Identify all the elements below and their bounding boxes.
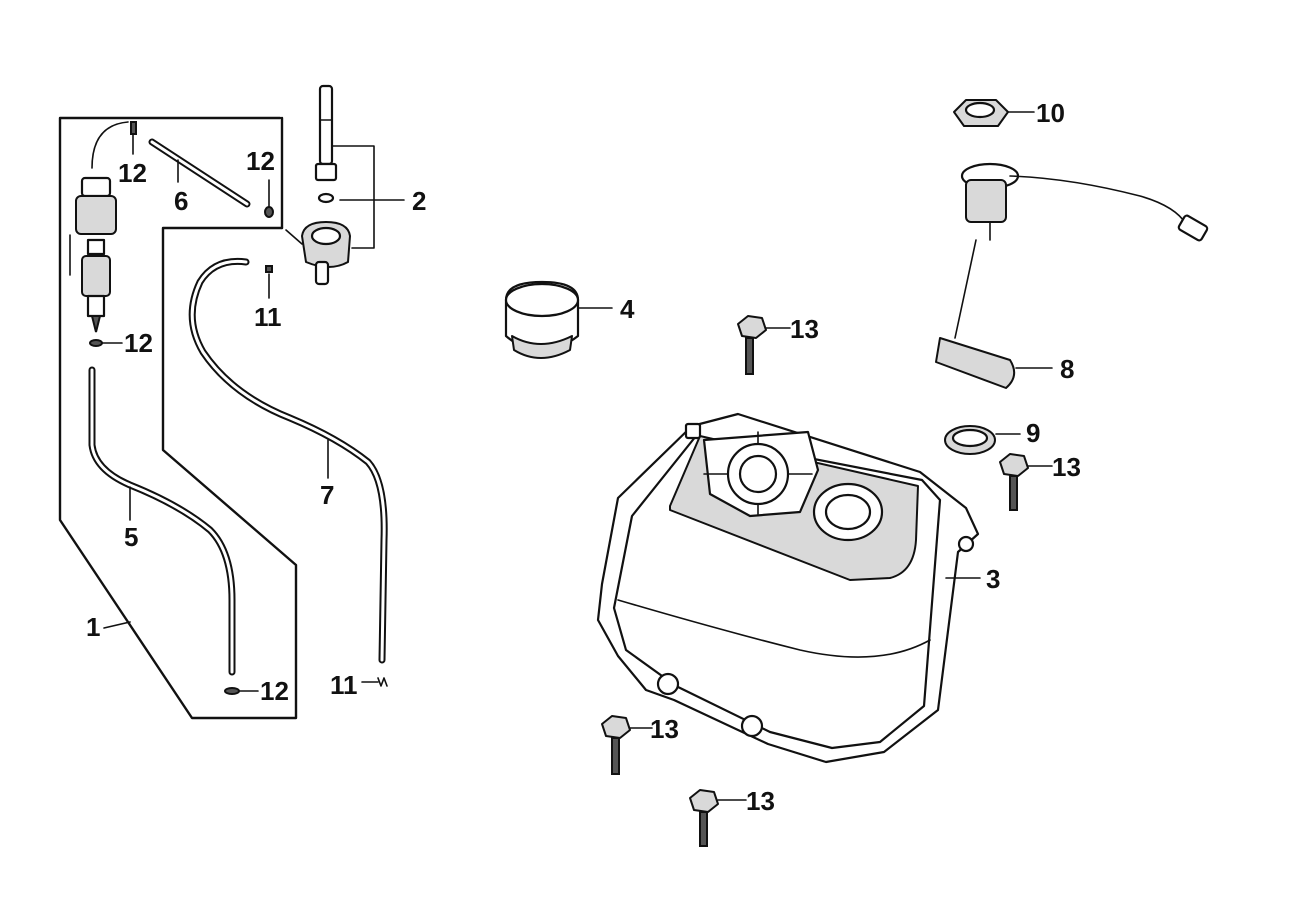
clamp-12-right: [264, 179, 274, 218]
breather-pipe-6: [148, 138, 251, 208]
assembly-1-bracket: [58, 116, 298, 720]
callout-13-c: 13: [650, 714, 679, 744]
callout-9: 9: [1026, 418, 1040, 448]
callout-11-bottom: 11: [330, 670, 358, 700]
callout-11-top: 11: [254, 302, 282, 332]
fuel-tank-3: [596, 412, 981, 764]
fuel-sender-unit-8: [935, 162, 1209, 389]
hose-clip-11-top: [265, 265, 273, 299]
bolt-13-b: [999, 453, 1053, 511]
callout-12-right: 12: [246, 146, 275, 176]
fuel-filter-part: [69, 121, 129, 333]
callout-4: 4: [620, 294, 635, 324]
callout-3: 3: [986, 564, 1000, 594]
bolt-13-d: [689, 789, 747, 847]
lock-nut-10: [953, 99, 1035, 127]
gasket-9: [944, 425, 1021, 455]
clamp-12-bottom: [224, 687, 259, 695]
hose-clip-11-bottom: [361, 677, 388, 687]
clamp-12-mid: [89, 339, 123, 347]
callout-13-b: 13: [1052, 452, 1081, 482]
callout-12-top: 12: [118, 158, 147, 188]
callout-12-bottom: 12: [260, 676, 289, 706]
fuel-hose-5: [88, 366, 236, 676]
callout-7: 7: [320, 480, 334, 510]
callout-13-a: 13: [790, 314, 819, 344]
callout-1: 1: [86, 612, 100, 642]
callout-8: 8: [1060, 354, 1074, 384]
callout-13-d: 13: [746, 786, 775, 816]
bolt-13-c: [601, 715, 653, 775]
callout-6: 6: [174, 186, 188, 216]
bolt-13-a: [737, 315, 791, 375]
callout-12-mid: 12: [124, 328, 153, 358]
fuel-cap-4: [504, 280, 613, 359]
fuel-cock-2: [285, 84, 405, 286]
fuel-hose-7: [188, 257, 388, 664]
clamp-12-top: [130, 121, 137, 155]
callout-5: 5: [124, 522, 138, 552]
callout-2: 2: [412, 186, 426, 216]
leader-line-1: [103, 621, 131, 629]
callout-10: 10: [1036, 98, 1065, 128]
